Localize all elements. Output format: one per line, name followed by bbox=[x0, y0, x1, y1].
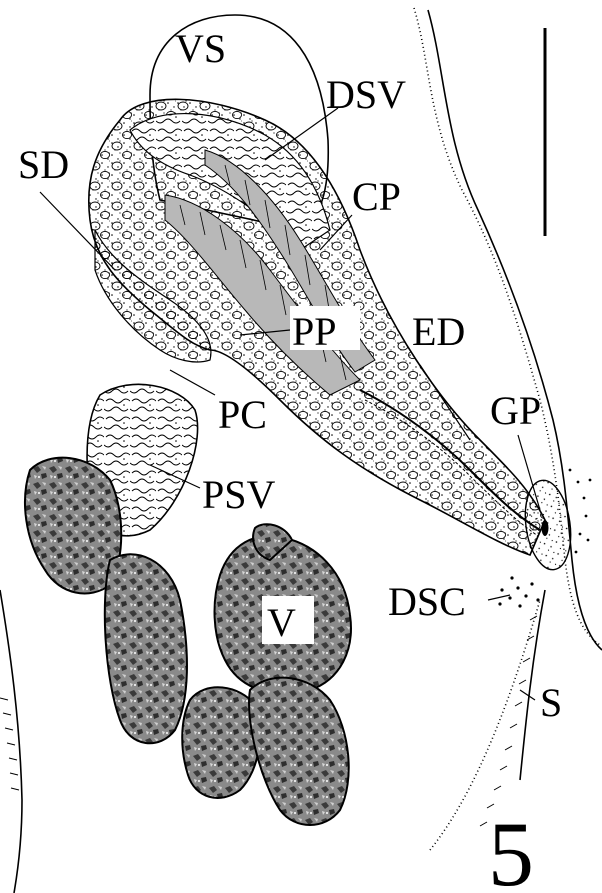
label-gp: GP bbox=[490, 388, 541, 433]
label-pc: PC bbox=[218, 392, 267, 437]
label-s: S bbox=[540, 680, 562, 725]
label-vs: VS bbox=[175, 26, 226, 71]
tegumental-spines bbox=[480, 616, 537, 826]
label-dsv: DSV bbox=[326, 72, 406, 117]
label-cp: CP bbox=[352, 174, 401, 219]
label-v: V bbox=[267, 600, 296, 645]
label-pp: PP bbox=[292, 309, 337, 354]
label-psv: PSV bbox=[202, 472, 275, 517]
figure-number: 5 bbox=[488, 803, 534, 893]
label-sd: SD bbox=[18, 142, 69, 187]
label-dsc: DSC bbox=[388, 579, 466, 624]
label-ed: ED bbox=[412, 309, 465, 354]
left-body-edge bbox=[0, 590, 22, 893]
